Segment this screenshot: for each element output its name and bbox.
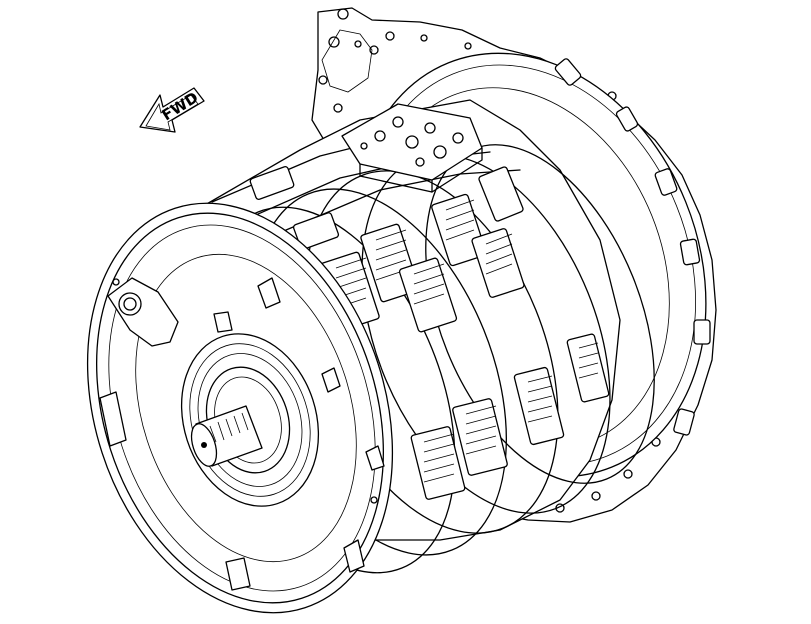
output-shaft-spline <box>180 333 320 507</box>
fwd-label: FWD <box>159 88 202 124</box>
spring-pack <box>452 398 508 476</box>
clutch-spring-packs <box>249 166 610 500</box>
spring-pack <box>478 166 524 222</box>
lifting-eye <box>107 277 179 347</box>
ring-lugs <box>554 58 711 436</box>
spring-pack <box>249 166 295 200</box>
fwd-arrow: FWD <box>139 87 205 133</box>
spring-pack <box>410 426 466 500</box>
spring-pack <box>398 257 458 333</box>
mounting-lugs <box>99 277 385 591</box>
spring-pack <box>471 228 525 298</box>
spring-pack <box>292 212 340 250</box>
spring-pack <box>431 193 487 267</box>
valve-block <box>341 103 483 193</box>
spring-pack <box>566 333 610 403</box>
spring-pack <box>513 366 565 446</box>
